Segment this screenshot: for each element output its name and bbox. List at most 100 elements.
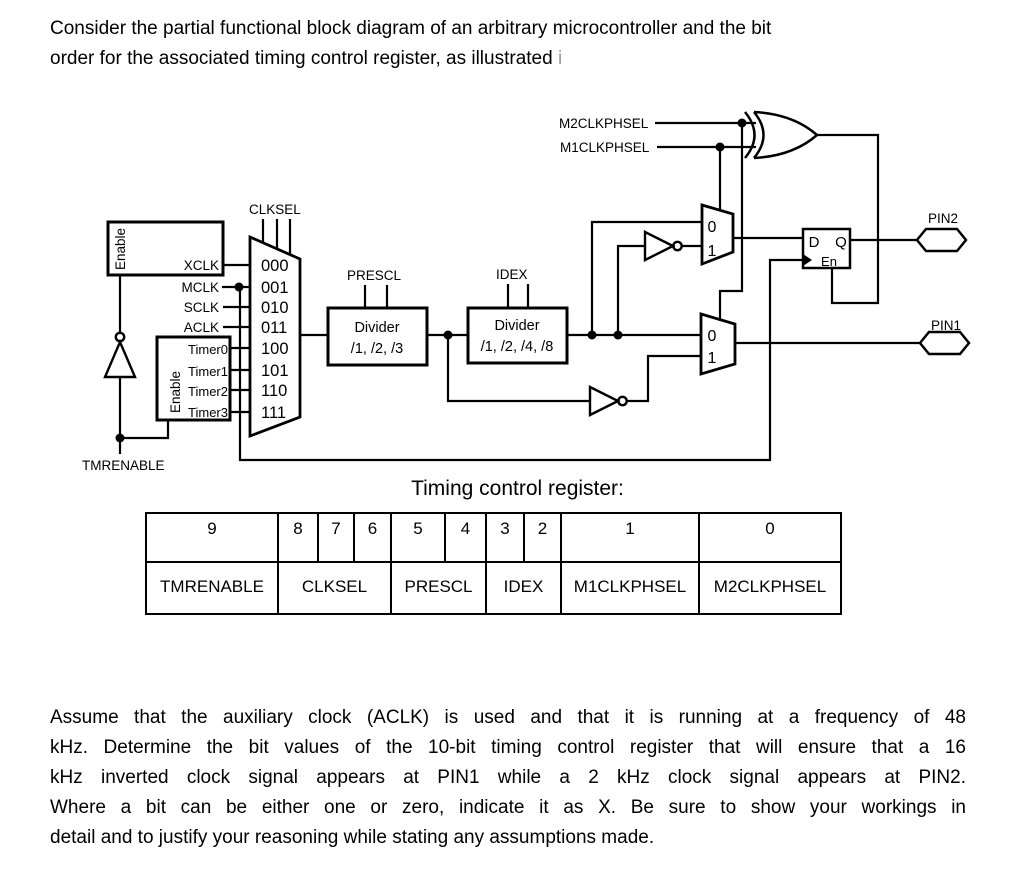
junction-dots — [115, 118, 747, 443]
register-title: Timing control register: — [411, 477, 624, 500]
label-idex: IDEX — [496, 267, 528, 282]
question-line-2: kHz. Determine the bit values of the 10-… — [50, 737, 966, 758]
divider1-ratios: /1, /2, /3 — [351, 341, 403, 357]
mux-entry-011: 011 — [261, 319, 287, 337]
mux-entry-010: 010 — [261, 299, 289, 317]
label-timer1: Timer1 — [188, 364, 228, 379]
bit-cell-1: 1 — [560, 512, 700, 563]
label-pin1: PIN1 — [931, 318, 961, 333]
inverter2-triangle — [588, 385, 621, 417]
dff-box — [801, 227, 852, 270]
bit-cell-2: 2 — [523, 512, 562, 563]
bit-cell-8: 8 — [277, 512, 319, 563]
label-timer2: Timer2 — [188, 384, 228, 399]
timing-control-register-table: 9 8 7 6 5 4 3 2 1 0 TMRENABLE CLKSEL PRE… — [145, 512, 842, 615]
field-tmrenable: TMRENABLE — [145, 561, 279, 615]
inverter1 — [643, 230, 683, 262]
label-prescl: PRESCL — [347, 268, 402, 283]
bit-number-row: 9 8 7 6 5 4 3 2 1 0 — [145, 512, 842, 563]
inverter3-bubble — [114, 331, 126, 343]
label-aclk: ACLK — [184, 320, 219, 335]
wire-divider1-to-inverter2 — [446, 335, 590, 403]
label-timer0: Timer0 — [188, 342, 228, 357]
upper-mux-1: 1 — [708, 243, 717, 260]
question-line-4: Where a bit can be either one or zero, i… — [50, 797, 966, 818]
bit-cell-6: 6 — [353, 512, 392, 563]
wires — [118, 121, 920, 462]
bit-cell-0: 0 — [698, 512, 842, 563]
mux-01-labels: 0 1 0 1 — [708, 219, 717, 367]
wire-inverter2-to-lower-mux1 — [627, 354, 701, 403]
question-line-3: kHz inverted clock signal appears at PIN… — [50, 767, 966, 788]
bit-cell-5: 5 — [390, 512, 446, 563]
field-m1clkphsel: M1CLKPHSEL — [560, 561, 700, 615]
dff-en: En — [821, 254, 837, 269]
lower-enable-box — [155, 335, 232, 422]
bit-cell-7: 7 — [317, 512, 355, 563]
lower-mux — [699, 312, 737, 376]
field-idex: IDEX — [485, 561, 562, 615]
mux-entry-110: 110 — [261, 382, 287, 400]
intro-paragraph: Consider the partial functional block di… — [50, 14, 972, 74]
label-xclk: XCLK — [184, 258, 219, 273]
divider1-title: Divider — [354, 320, 399, 336]
pin1-pad — [918, 330, 971, 356]
bit-cell-3: 3 — [485, 512, 525, 563]
label-pin2: PIN2 — [928, 211, 958, 226]
label-clksel: CLKSEL — [249, 202, 301, 217]
label-m1clkphsel: M1CLKPHSEL — [560, 140, 650, 155]
big-mux — [248, 234, 302, 439]
truncated-char: i — [557, 48, 563, 69]
inverter1-bubble — [672, 240, 683, 252]
field-clksel: CLKSEL — [277, 561, 392, 615]
label-enable-upper: Enable — [113, 228, 128, 270]
wire-tmrenable-branch-lower-enable — [120, 420, 170, 440]
intro-line-1: Consider the partial functional block di… — [50, 18, 772, 39]
upper-enable-box — [106, 220, 225, 277]
junction-idex-out-a — [587, 330, 597, 340]
junction-m2 — [737, 118, 747, 128]
inverter3 — [103, 331, 137, 379]
label-tmrenable: TMRENABLE — [82, 458, 165, 473]
xor-gate — [744, 110, 819, 160]
inverter2 — [588, 385, 628, 417]
lower-mux-0: 0 — [708, 328, 717, 345]
label-mclk: MCLK — [181, 280, 219, 295]
divider2-title: Divider — [494, 318, 539, 334]
intro-line-2: order for the associated timing control … — [50, 48, 563, 69]
wire-m2-select-to-lower-mux — [718, 123, 744, 321]
inverter3-triangle — [103, 338, 137, 379]
field-label-row: TMRENABLE CLKSEL PRESCL IDEX M1CLKPHSEL … — [145, 561, 842, 615]
inverter2-bubble — [617, 395, 628, 407]
upper-mux-0: 0 — [708, 219, 717, 236]
divider1-box — [326, 306, 429, 367]
junction-m1 — [715, 142, 725, 152]
divider2-ratios: /1, /2, /4, /8 — [481, 339, 554, 355]
question-line-1: Assume that the auxiliary clock (ACLK) i… — [50, 707, 966, 728]
inverter1-triangle — [643, 230, 676, 262]
wire-idex-out-to-upper-mux0 — [590, 220, 702, 335]
mux-entry-100: 100 — [261, 340, 289, 358]
wire-xor-output-to-enable — [817, 133, 880, 305]
mux-entry-111: 111 — [261, 404, 286, 422]
mux-entry-101: 101 — [261, 362, 289, 380]
question-paragraph: Assume that the auxiliary clock (ACLK) i… — [50, 703, 966, 853]
shapes — [103, 110, 971, 439]
label-enable-lower: Enable — [168, 371, 183, 413]
label-sclk: SCLK — [184, 300, 219, 315]
big-mux-entries: 000 001 010 011 100 101 110 111 — [261, 257, 289, 422]
bit-cell-4: 4 — [444, 512, 487, 563]
field-m2clkphsel: M2CLKPHSEL — [698, 561, 842, 615]
mux-entry-000: 000 — [261, 257, 289, 275]
junction-idex-out-b — [613, 330, 623, 340]
lower-mux-1: 1 — [708, 350, 717, 367]
question-line-5: detail and to justify your reasoning whi… — [50, 827, 655, 848]
dff-clock-triangle — [803, 254, 812, 266]
upper-mux — [700, 203, 735, 267]
field-prescl: PRESCL — [390, 561, 487, 615]
dff-d: D — [809, 234, 820, 251]
pin2-pad — [915, 227, 968, 253]
wire-mclk-to-dff-clock — [238, 258, 803, 462]
mux-entry-001: 001 — [261, 279, 289, 297]
